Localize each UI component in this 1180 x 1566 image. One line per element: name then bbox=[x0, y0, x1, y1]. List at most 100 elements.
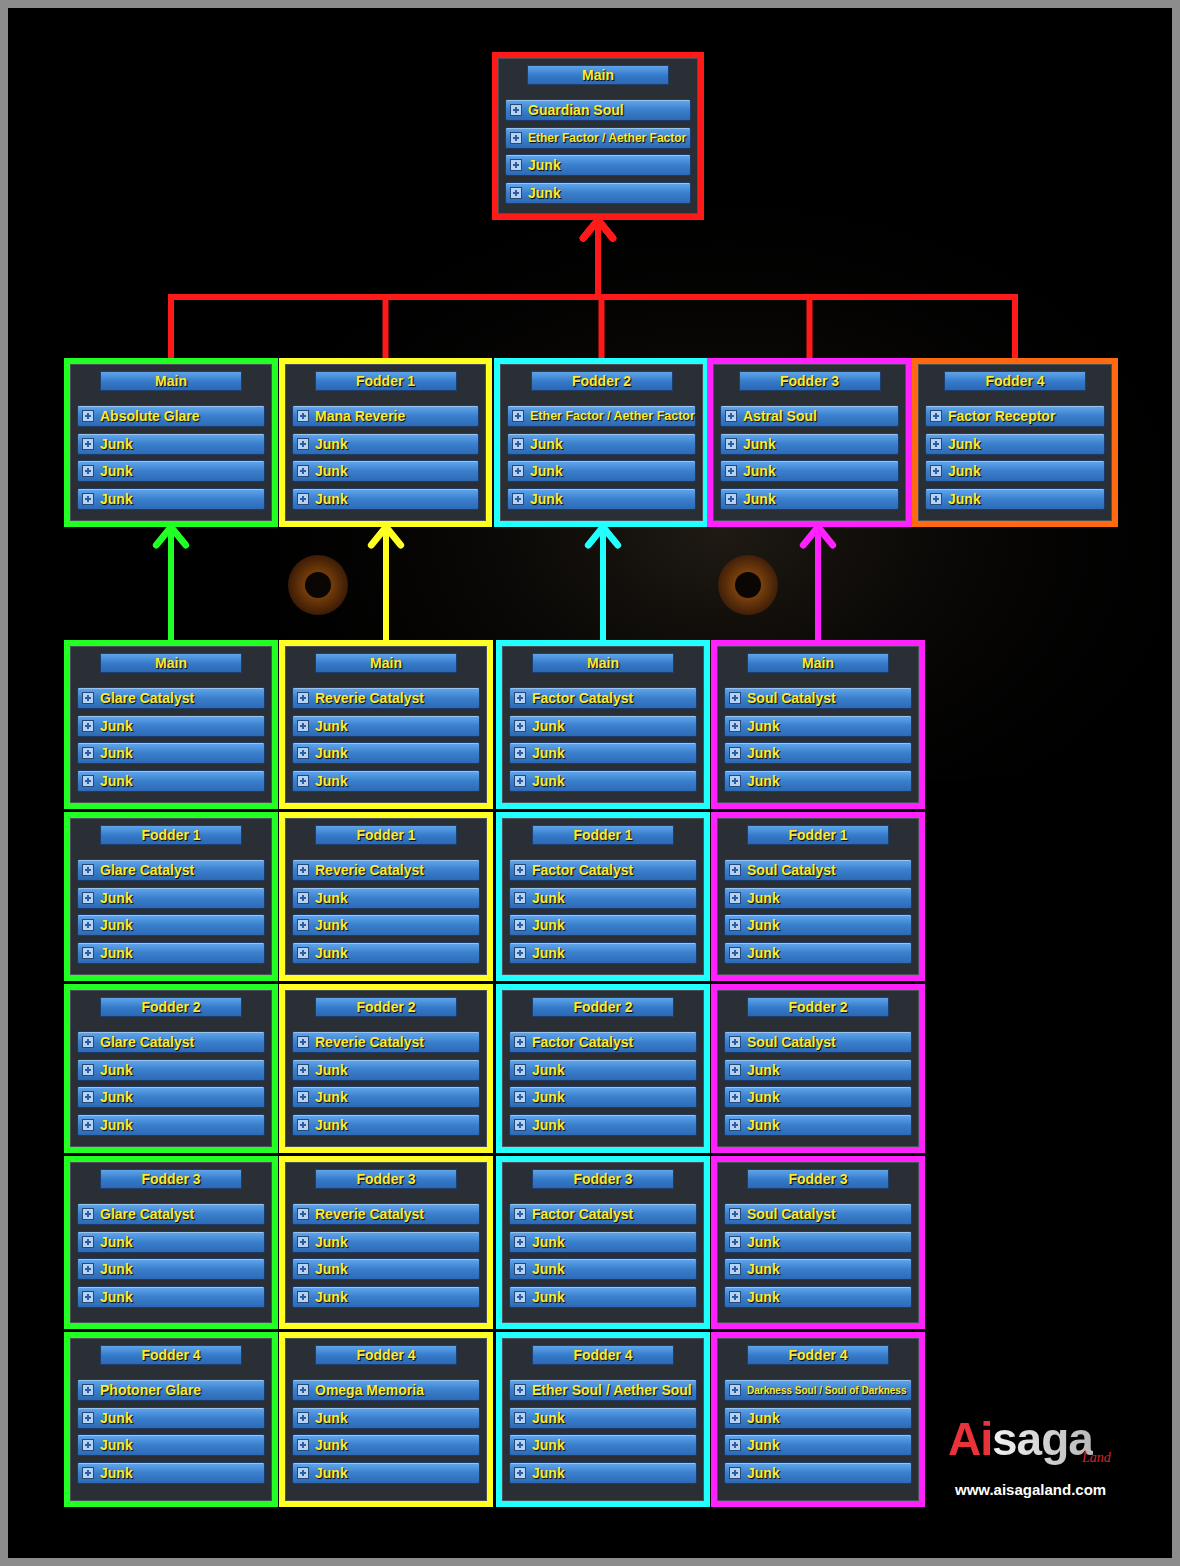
plus-icon bbox=[729, 864, 741, 876]
item-text: Junk bbox=[100, 1410, 264, 1426]
item-bar: Junk bbox=[509, 1434, 697, 1456]
item-text: Mana Reverie bbox=[315, 408, 478, 424]
item-bar: Junk bbox=[292, 460, 479, 482]
plus-icon bbox=[729, 720, 741, 732]
item-text: Junk bbox=[530, 463, 695, 479]
item-bar: Junk bbox=[292, 488, 479, 510]
plus-icon bbox=[297, 1236, 309, 1248]
item-bar: Junk bbox=[77, 1462, 265, 1484]
fodder-panel: Fodder 1Glare CatalystJunkJunkJunk bbox=[64, 812, 278, 981]
header-bar: Fodder 2 bbox=[747, 997, 889, 1017]
plus-icon bbox=[82, 1384, 94, 1396]
plus-icon bbox=[297, 1208, 309, 1220]
item-bar: Junk bbox=[509, 914, 697, 936]
item-bar: Junk bbox=[292, 914, 480, 936]
plus-icon bbox=[729, 1064, 741, 1076]
item-text: Junk bbox=[743, 491, 898, 507]
item-text: Junk bbox=[315, 945, 479, 961]
fodder-panel: MainGlare CatalystJunkJunkJunk bbox=[64, 640, 278, 809]
plus-icon bbox=[297, 1439, 309, 1451]
item-text: Junk bbox=[100, 1289, 264, 1305]
plus-icon bbox=[930, 438, 942, 450]
item-bar: Junk bbox=[292, 1258, 480, 1280]
item-bar: Junk bbox=[77, 715, 265, 737]
header-bar: Main bbox=[532, 653, 674, 673]
plus-icon bbox=[297, 410, 309, 422]
item-text: Photoner Glare bbox=[100, 1382, 264, 1398]
item-text: Darkness Soul / Soul of Darkness bbox=[747, 1385, 911, 1396]
plus-icon bbox=[82, 438, 94, 450]
header-bar: Main bbox=[100, 371, 242, 391]
item-bar: Junk bbox=[292, 742, 480, 764]
item-text: Junk bbox=[747, 1089, 911, 1105]
item-bar: Junk bbox=[77, 1258, 265, 1280]
item-bar: Junk bbox=[925, 460, 1105, 482]
item-bar: Glare Catalyst bbox=[77, 859, 265, 881]
item-bar: Astral Soul bbox=[720, 405, 899, 427]
plus-icon bbox=[82, 1119, 94, 1131]
header-bar: Fodder 1 bbox=[315, 371, 457, 391]
header-text: Main bbox=[316, 655, 456, 671]
header-bar: Fodder 3 bbox=[100, 1169, 242, 1189]
item-text: Omega Memoria bbox=[315, 1382, 479, 1398]
fodder-panel: Fodder 4Omega MemoriaJunkJunkJunk bbox=[279, 1332, 493, 1507]
item-text: Junk bbox=[530, 491, 695, 507]
header-text: Fodder 1 bbox=[316, 827, 456, 843]
item-bar: Guardian Soul bbox=[505, 99, 691, 121]
item-text: Junk bbox=[100, 890, 264, 906]
plus-icon bbox=[297, 1467, 309, 1479]
header-bar: Fodder 1 bbox=[315, 825, 457, 845]
item-bar: Darkness Soul / Soul of Darkness bbox=[724, 1379, 912, 1401]
item-text: Soul Catalyst bbox=[747, 690, 911, 706]
fodder-panel: Fodder 3Factor CatalystJunkJunkJunk bbox=[496, 1156, 710, 1329]
item-bar: Junk bbox=[720, 460, 899, 482]
plus-icon bbox=[82, 775, 94, 787]
plus-icon bbox=[514, 1091, 526, 1103]
plus-icon bbox=[82, 947, 94, 959]
item-text: Ether Factor / Aether Factor bbox=[528, 131, 690, 145]
item-bar: Junk bbox=[77, 742, 265, 764]
item-text: Junk bbox=[747, 1234, 911, 1250]
item-bar: Junk bbox=[505, 154, 691, 176]
header-bar: Fodder 3 bbox=[747, 1169, 889, 1189]
plus-icon bbox=[930, 410, 942, 422]
item-bar: Junk bbox=[77, 942, 265, 964]
item-bar: Junk bbox=[720, 488, 899, 510]
item-text: Junk bbox=[315, 1289, 479, 1305]
header-bar: Fodder 4 bbox=[100, 1345, 242, 1365]
plus-icon bbox=[82, 1291, 94, 1303]
header-bar: Fodder 2 bbox=[531, 371, 673, 391]
plus-icon bbox=[729, 1263, 741, 1275]
item-text: Junk bbox=[100, 945, 264, 961]
header-text: Fodder 4 bbox=[945, 373, 1085, 389]
plus-icon bbox=[297, 919, 309, 931]
header-bar: Main bbox=[527, 65, 669, 85]
flow-arrow bbox=[600, 527, 606, 640]
plus-icon bbox=[82, 1439, 94, 1451]
plus-icon bbox=[297, 892, 309, 904]
plus-icon bbox=[82, 1412, 94, 1424]
header-bar: Fodder 4 bbox=[747, 1345, 889, 1365]
result-panel: MainGuardian SoulEther Factor / Aether F… bbox=[492, 52, 704, 220]
plus-icon bbox=[510, 159, 522, 171]
stage-panel: MainAbsolute GlareJunkJunkJunk bbox=[64, 358, 278, 527]
plus-icon bbox=[297, 493, 309, 505]
plus-icon bbox=[514, 1291, 526, 1303]
item-text: Junk bbox=[532, 890, 696, 906]
item-text: Factor Catalyst bbox=[532, 1206, 696, 1222]
fodder-panel: Fodder 3Glare CatalystJunkJunkJunk bbox=[64, 1156, 278, 1329]
plus-icon bbox=[510, 187, 522, 199]
header-text: Fodder 4 bbox=[101, 1347, 241, 1363]
plus-icon bbox=[729, 1208, 741, 1220]
owl-eye bbox=[718, 555, 778, 615]
plus-icon bbox=[514, 775, 526, 787]
item-text: Junk bbox=[100, 1062, 264, 1078]
item-bar: Reverie Catalyst bbox=[292, 1203, 480, 1225]
header-text: Main bbox=[528, 67, 668, 83]
item-text: Junk bbox=[315, 1410, 479, 1426]
item-text: Junk bbox=[100, 1117, 264, 1133]
plus-icon bbox=[297, 947, 309, 959]
item-bar: Junk bbox=[724, 1286, 912, 1308]
header-text: Fodder 3 bbox=[316, 1171, 456, 1187]
item-text: Ether Soul / Aether Soul bbox=[532, 1382, 696, 1398]
